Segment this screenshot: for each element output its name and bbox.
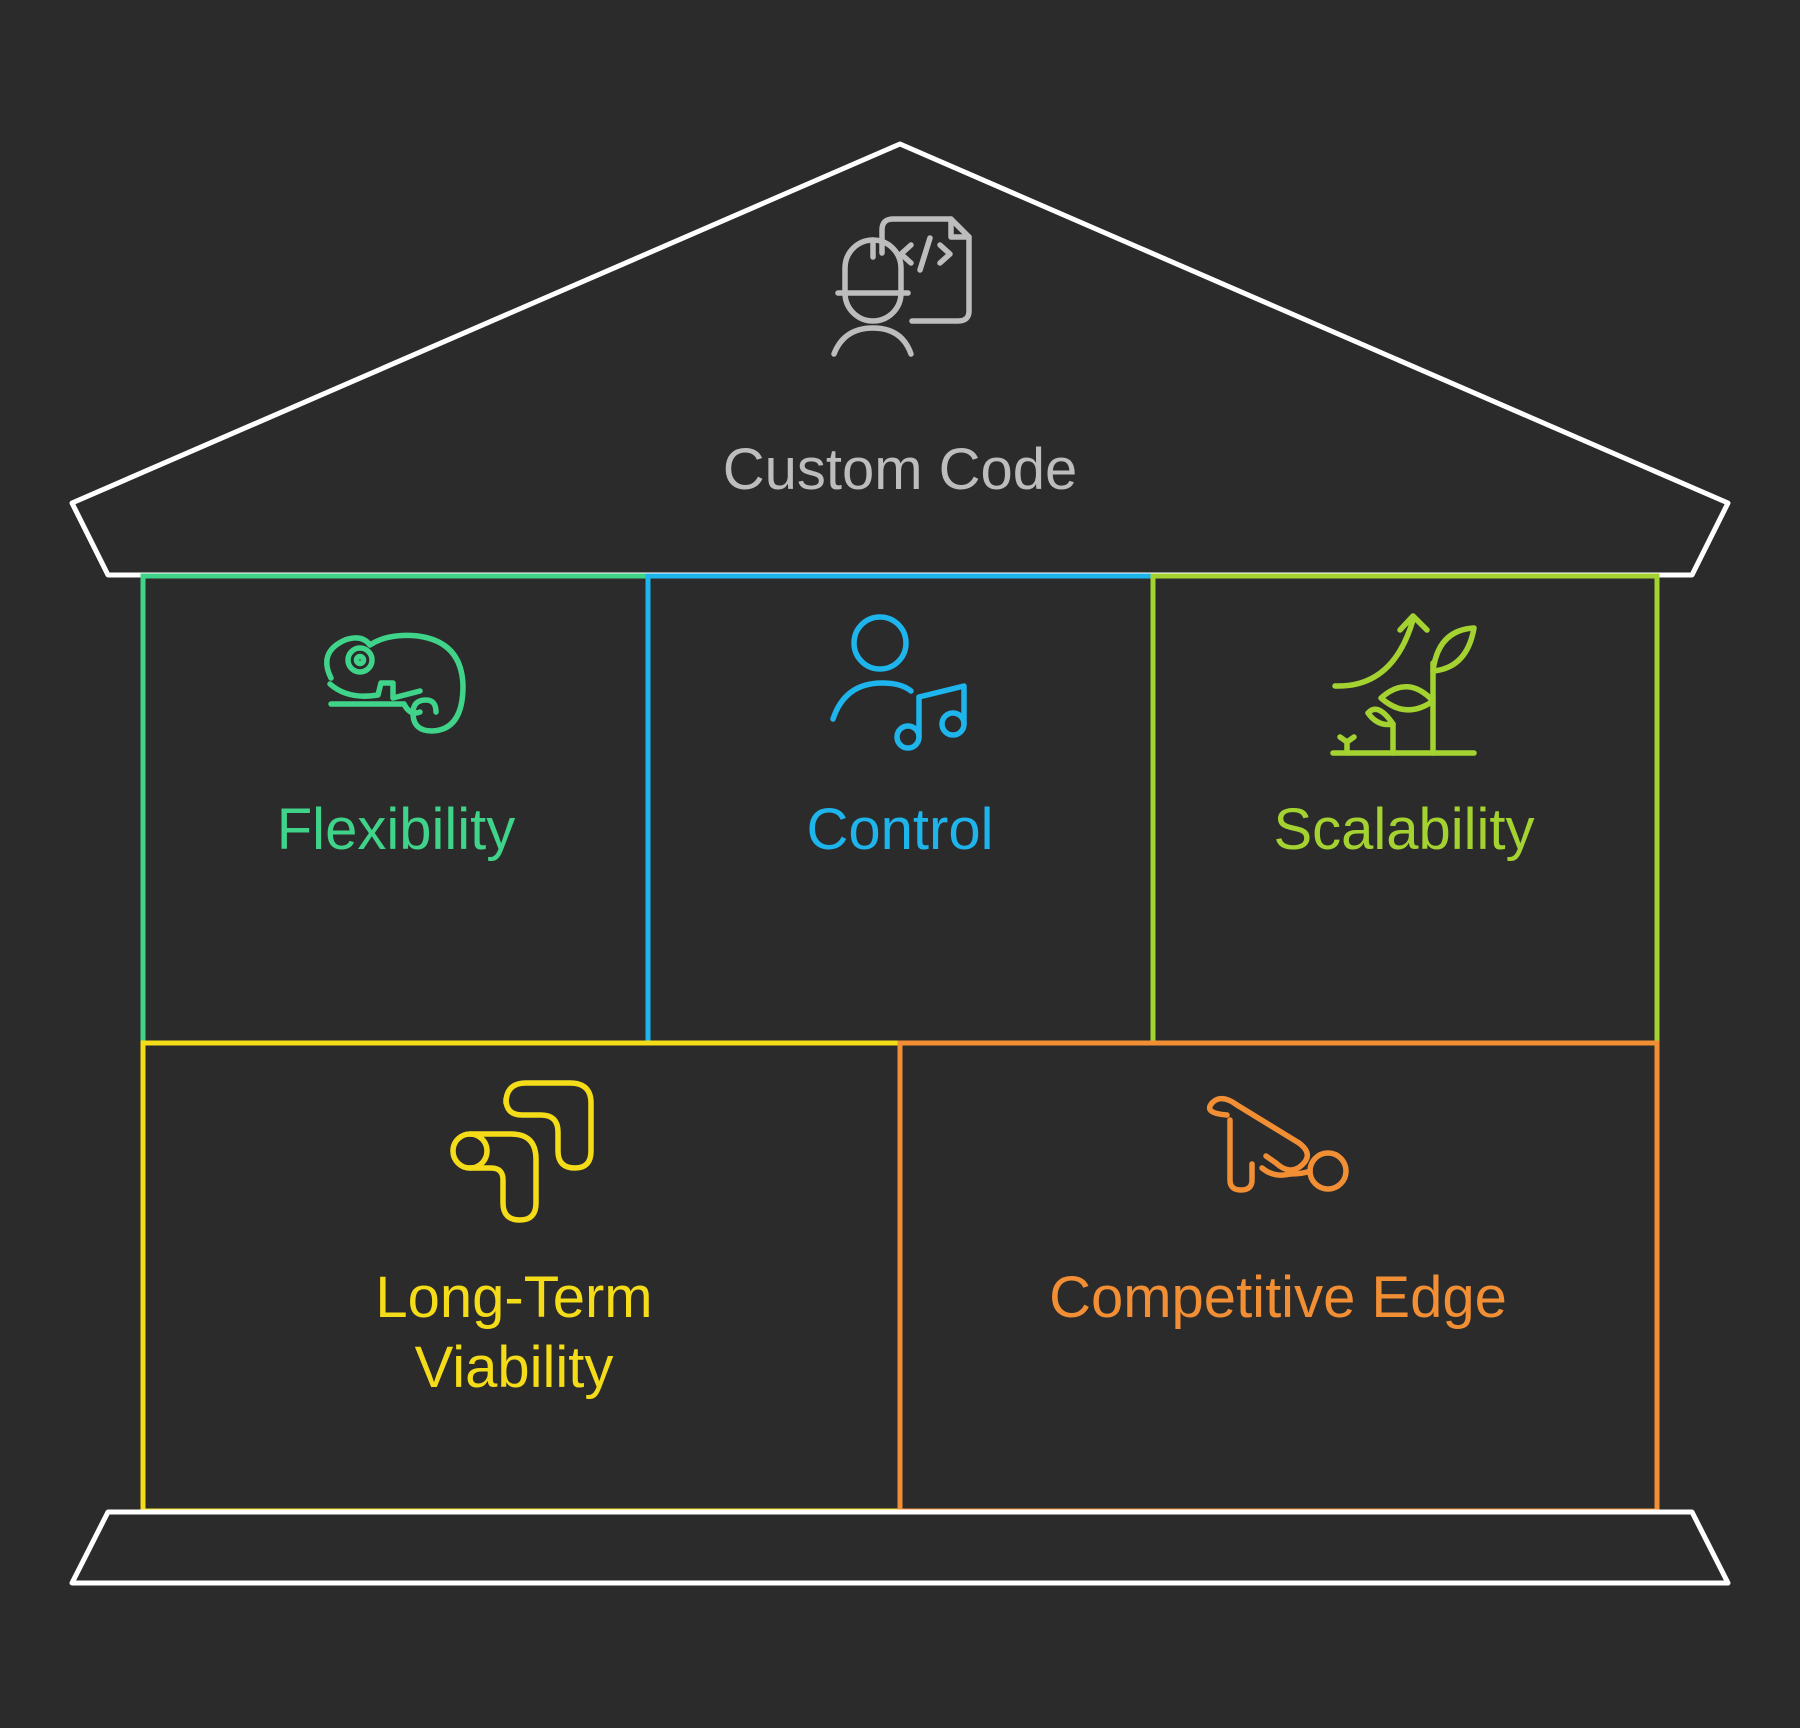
roof-title: Custom Code — [723, 437, 1078, 502]
pillar-label-line-1: Long-Term — [375, 1265, 652, 1330]
roof: Custom Code — [69, 141, 1731, 578]
developer-code-icon — [831, 216, 972, 357]
pillar-scalability: Scalability — [1150, 573, 1660, 1046]
pointing-hand-icon — [1207, 1095, 1349, 1193]
pillar-label-line-2: Viability — [415, 1335, 614, 1400]
pillar-long-term-viability: Long-Term Viability — [140, 1040, 903, 1514]
roof-outline — [69, 141, 1731, 578]
person-music-icon — [830, 614, 967, 751]
pillar-label: Control — [807, 797, 994, 862]
pillar-flexibility: Flexibility — [140, 573, 651, 1046]
pillar-label: Competitive Edge — [1049, 1265, 1507, 1330]
chameleon-icon — [324, 632, 466, 734]
growing-plant-icon — [1330, 613, 1477, 756]
pipe-path-icon — [450, 1080, 594, 1223]
pillar-label: Scalability — [1273, 797, 1534, 862]
pillar-competitive-edge: Competitive Edge — [897, 1040, 1660, 1514]
pillar-control: Control — [645, 573, 1156, 1046]
base-outline — [69, 1509, 1731, 1586]
pillar-label: Flexibility — [277, 797, 516, 862]
